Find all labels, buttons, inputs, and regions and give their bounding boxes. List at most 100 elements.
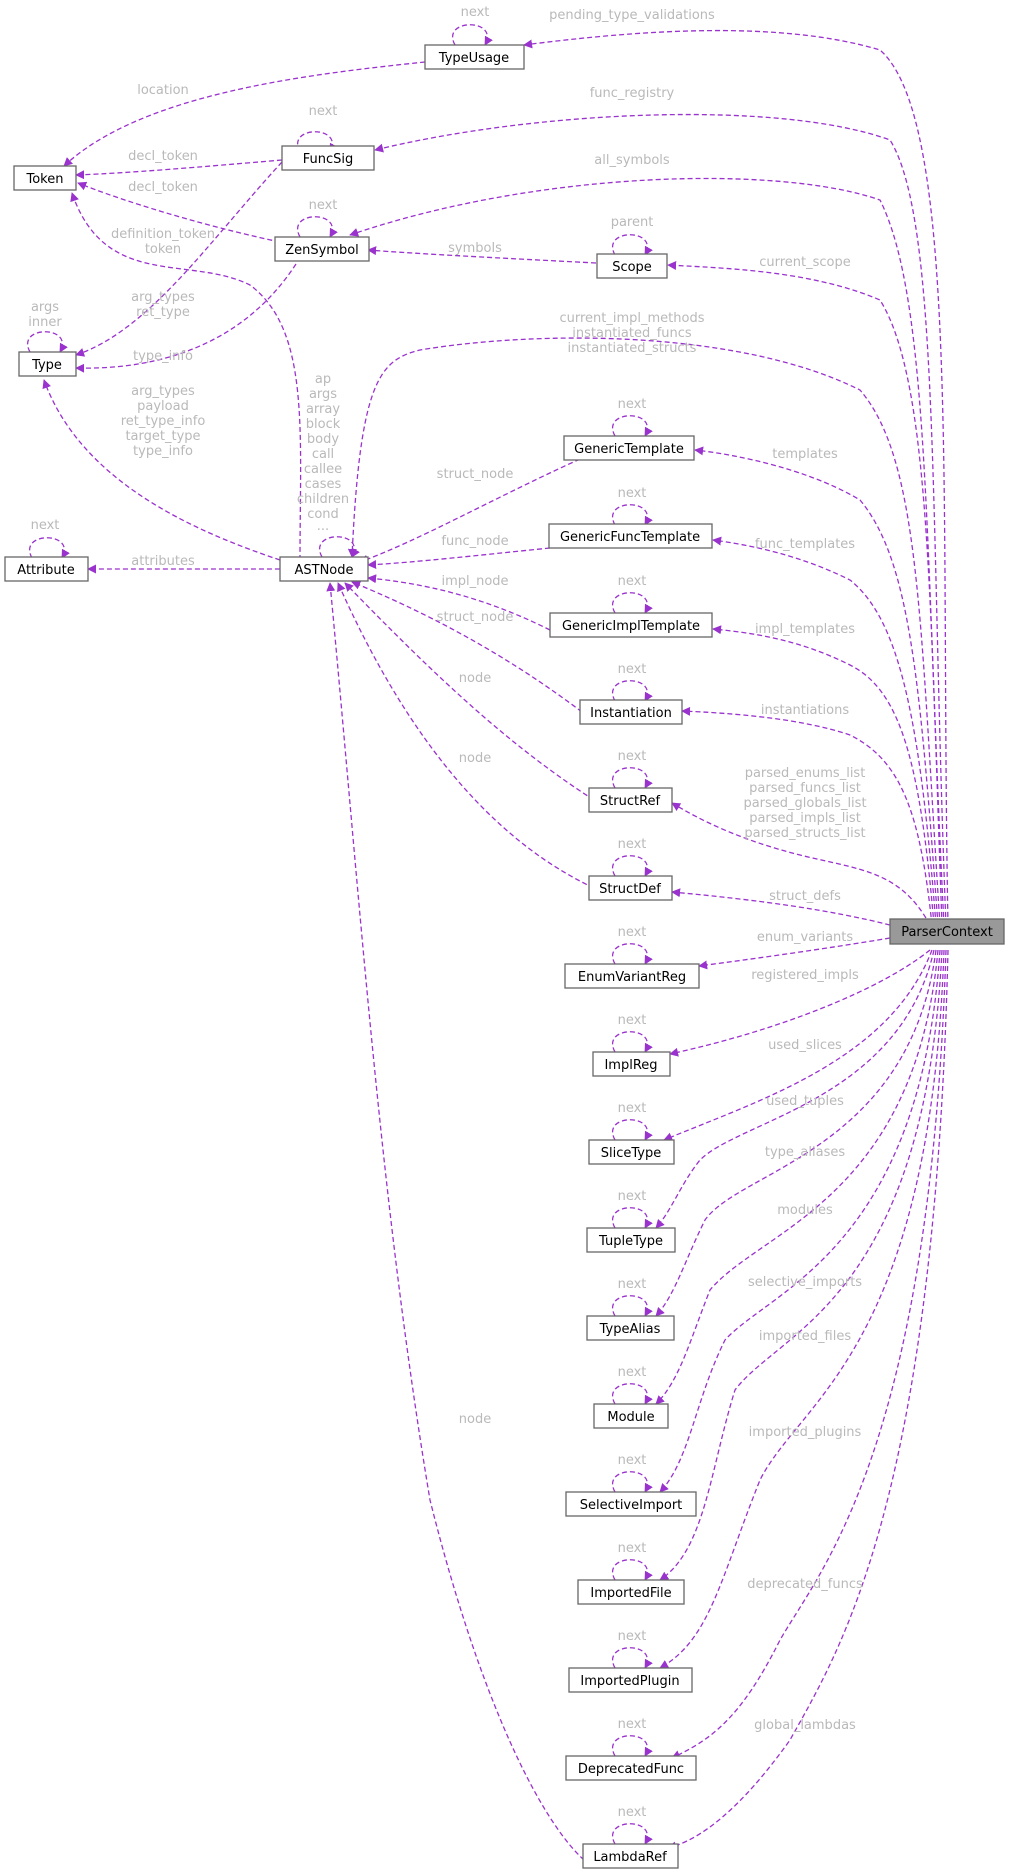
label-decl-token-1: decl_token bbox=[128, 149, 198, 164]
node-lambdaref[interactable]: LambdaRef bbox=[582, 1843, 679, 1869]
label-impl-node: impl_node bbox=[441, 574, 508, 589]
label-used-tuples: used_tuples bbox=[766, 1094, 844, 1109]
label-imported-files: imported_files bbox=[759, 1329, 851, 1344]
node-typealias[interactable]: TypeAlias bbox=[586, 1315, 675, 1341]
node-scope[interactable]: Scope bbox=[596, 253, 668, 279]
label-global-lambdas: global_lambdas bbox=[754, 1718, 856, 1733]
edge-instantiated bbox=[347, 337, 941, 926]
node-selectiveimport-label: SelectiveImport bbox=[580, 1498, 683, 1513]
node-token[interactable]: Token bbox=[13, 165, 77, 191]
label-implreg-next: next bbox=[618, 1013, 647, 1028]
label-struct-defs: struct_defs bbox=[769, 889, 841, 904]
label-structref-next: next bbox=[618, 749, 647, 764]
edge-zensymbol-next bbox=[297, 216, 338, 238]
edge-funcsig-next bbox=[297, 131, 338, 153]
node-genericimpltemplate[interactable]: GenericImplTemplate bbox=[549, 612, 713, 638]
node-astnode-label: ASTNode bbox=[294, 563, 353, 578]
edge-tupletype-next bbox=[612, 1207, 653, 1229]
edge-genericfunctemplate-next bbox=[612, 504, 653, 526]
edge-struct-defs bbox=[671, 888, 891, 926]
label-ast-children: children bbox=[297, 492, 349, 507]
edge-func-templates bbox=[712, 536, 937, 926]
edge-importedplugin-next bbox=[612, 1647, 653, 1669]
label-ast-ret-type-info: ret_type_info bbox=[121, 414, 206, 429]
edge-importedfile-next bbox=[612, 1559, 653, 1581]
label-node-1: node bbox=[459, 671, 491, 686]
edge-imported-plugins bbox=[659, 949, 945, 1669]
edge-astnode-definition-token bbox=[70, 192, 302, 561]
node-slicetype[interactable]: SliceType bbox=[588, 1139, 675, 1165]
node-genericfunctemplate[interactable]: GenericFuncTemplate bbox=[548, 523, 713, 549]
edge-imported-files bbox=[659, 949, 943, 1581]
node-generictemplate[interactable]: GenericTemplate bbox=[563, 435, 695, 461]
label-ast-body: body bbox=[307, 432, 339, 447]
node-selectiveimport[interactable]: SelectiveImport bbox=[565, 1491, 697, 1517]
edge-astnode-type bbox=[42, 379, 281, 561]
edge-module-next bbox=[612, 1383, 653, 1405]
node-type[interactable]: Type bbox=[18, 351, 77, 377]
label-templates: templates bbox=[772, 447, 838, 462]
label-func-registry: func_registry bbox=[590, 86, 675, 101]
label-ast-type-info: type_info bbox=[133, 444, 193, 459]
label-parsed-funcs-list: parsed_funcs_list bbox=[749, 781, 861, 796]
node-typeusage-label: TypeUsage bbox=[438, 51, 509, 66]
label-sig-ret-type: ret_type bbox=[136, 305, 190, 320]
node-implreg[interactable]: ImplReg bbox=[592, 1051, 671, 1077]
node-importedplugin-label: ImportedPlugin bbox=[580, 1674, 679, 1689]
label-instantiated-funcs: instantiated_funcs bbox=[572, 326, 692, 341]
node-parsercontext[interactable]: ParserContext bbox=[889, 918, 1005, 945]
node-genericfunctemplate-label: GenericFuncTemplate bbox=[560, 530, 700, 545]
edge-implreg-next bbox=[612, 1031, 653, 1053]
label-selectiveimport-next: next bbox=[618, 1453, 647, 1468]
node-importedfile[interactable]: ImportedFile bbox=[577, 1579, 685, 1605]
node-structref-label: StructRef bbox=[600, 794, 661, 809]
label-generictemplate-next: next bbox=[618, 397, 647, 412]
label-decl-token-2: decl_token bbox=[128, 180, 198, 195]
node-zensymbol[interactable]: ZenSymbol bbox=[274, 236, 370, 262]
node-type-label: Type bbox=[31, 358, 62, 373]
label-module-next: next bbox=[618, 1365, 647, 1380]
edge-structref-next bbox=[612, 767, 653, 789]
edge-genericimpltemplate-impl-node bbox=[367, 574, 551, 631]
label-definition-token: definition_token bbox=[111, 227, 215, 242]
node-instantiation[interactable]: Instantiation bbox=[579, 699, 683, 725]
node-module[interactable]: Module bbox=[593, 1403, 669, 1429]
label-modules: modules bbox=[777, 1203, 833, 1218]
node-importedplugin[interactable]: ImportedPlugin bbox=[568, 1667, 693, 1693]
node-deprecatedfunc[interactable]: DeprecatedFunc bbox=[565, 1755, 697, 1781]
edge-global-lambdas bbox=[667, 949, 949, 1851]
node-tupletype[interactable]: TupleType bbox=[586, 1227, 676, 1253]
node-structdef[interactable]: StructDef bbox=[588, 875, 673, 901]
label-ast-target-type: target_type bbox=[125, 429, 200, 444]
edge-structref-node bbox=[344, 582, 595, 801]
node-typeusage[interactable]: TypeUsage bbox=[424, 44, 525, 70]
edge-deprecatedfunc-next bbox=[612, 1735, 653, 1757]
label-instantiations: instantiations bbox=[761, 703, 850, 718]
node-structref[interactable]: StructRef bbox=[588, 787, 673, 813]
label-parsed-globals-list: parsed_globals_list bbox=[743, 796, 866, 811]
label-current-scope: current_scope bbox=[759, 255, 851, 270]
label-ast-arg-types: arg_types bbox=[131, 384, 195, 399]
node-structdef-label: StructDef bbox=[599, 882, 661, 897]
label-zensymbol-next: next bbox=[309, 198, 338, 213]
edge-func-registry bbox=[374, 113, 947, 926]
edge-parsed-lists bbox=[671, 802, 931, 926]
edge-zensymbol-decl-token bbox=[77, 181, 281, 243]
node-attribute[interactable]: Attribute bbox=[4, 556, 89, 582]
edge-attribute-next bbox=[29, 537, 70, 559]
edge-enumvariantreg-next bbox=[612, 943, 653, 965]
node-astnode[interactable]: ASTNode bbox=[279, 556, 369, 582]
edge-structdef-node bbox=[337, 582, 595, 889]
edge-funcsig-types bbox=[75, 161, 283, 357]
edge-genericfunctemplate-func-node bbox=[367, 547, 551, 570]
node-parsercontext-label: ParserContext bbox=[901, 925, 993, 940]
edge-type-aliases bbox=[655, 949, 937, 1317]
node-importedfile-label: ImportedFile bbox=[590, 1586, 671, 1601]
label-importedfile-next: next bbox=[618, 1541, 647, 1556]
node-funcsig[interactable]: FuncSig bbox=[281, 145, 375, 171]
edge-funcsig-decl-token bbox=[75, 159, 283, 180]
node-enumvariantreg[interactable]: EnumVariantReg bbox=[564, 963, 700, 989]
label-selective-imports: selective_imports bbox=[748, 1275, 862, 1290]
label-pending-type-validations: pending_type_validations bbox=[549, 8, 715, 23]
